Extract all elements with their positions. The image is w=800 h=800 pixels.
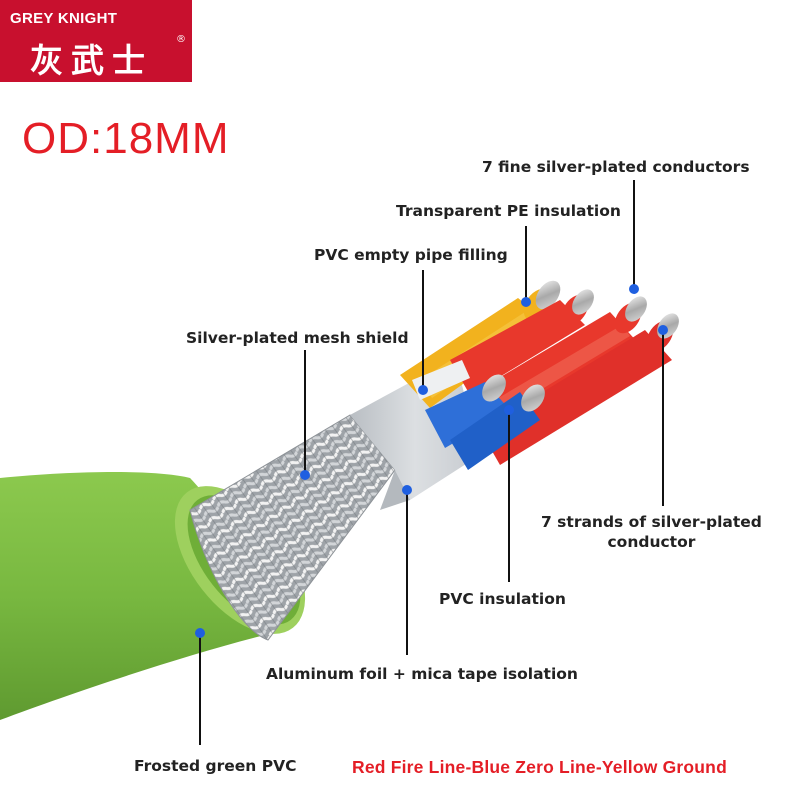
label-strands-line1: 7 strands of silver-plated [541, 513, 762, 531]
label-foil-tape: Aluminum foil + mica tape isolation [266, 665, 578, 683]
label-pe-insulation: Transparent PE insulation [396, 202, 621, 220]
pointer-dot-pe-insulation [521, 297, 531, 307]
pointer-dots [195, 284, 668, 638]
pointer-dot-strands [658, 325, 668, 335]
label-outer-jacket: Frosted green PVC [134, 757, 297, 775]
label-mesh-shield: Silver-plated mesh shield [186, 329, 409, 347]
label-fine-conductors: 7 fine silver-plated conductors [482, 158, 750, 176]
brand-name-chinese: 灰武士 [30, 41, 153, 80]
pointer-dot-fine-conductors [629, 284, 639, 294]
pointer-dot-pvc-insulation [504, 405, 514, 415]
conductors [400, 280, 679, 470]
label-strands: 7 strands of silver-plated conductor [541, 512, 762, 552]
registered-mark: ® [176, 34, 186, 45]
pointer-dot-outer-jacket [195, 628, 205, 638]
label-pvc-filling: PVC empty pipe filling [314, 246, 508, 264]
braided-mesh-shield [189, 414, 396, 641]
pointer-dot-mesh-shield [300, 470, 310, 480]
label-strands-line2: conductor [607, 533, 696, 551]
brand-name-english: GREY KNIGHT [10, 10, 118, 27]
pointer-dot-foil-tape [402, 485, 412, 495]
leader-lines [199, 180, 664, 745]
pointer-dot-pvc-filling [418, 385, 428, 395]
label-pvc-insulation: PVC insulation [439, 590, 566, 608]
wire-color-legend: Red Fire Line-Blue Zero Line-Yellow Grou… [352, 757, 727, 777]
brand-logo: GREY KNIGHT ® 灰武士 [0, 0, 192, 82]
outer-diameter-spec: OD:18MM [22, 114, 230, 163]
